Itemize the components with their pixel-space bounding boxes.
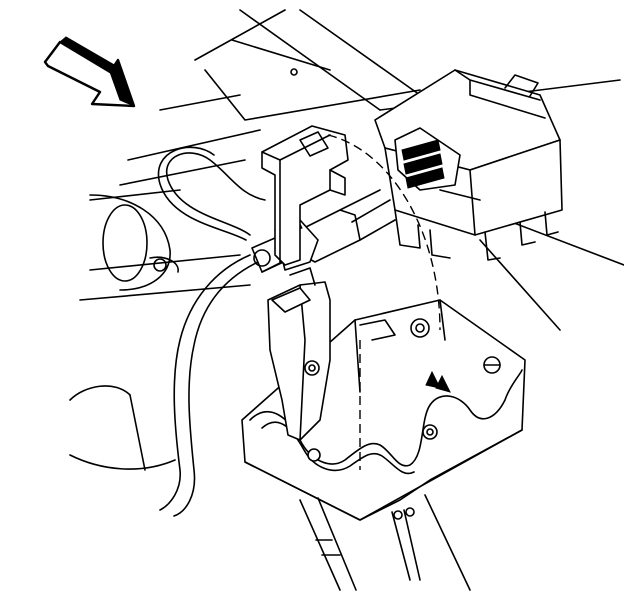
bracket-arm [267,267,331,462]
alignment-dashed-line [327,134,441,470]
control-module [374,69,563,261]
upper-bracket [261,125,349,266]
lower-shafts [299,494,471,591]
view-direction-arrow-icon [43,36,136,108]
column-tube [69,194,251,471]
harness-connector [251,189,396,273]
floor-panel [89,9,624,331]
